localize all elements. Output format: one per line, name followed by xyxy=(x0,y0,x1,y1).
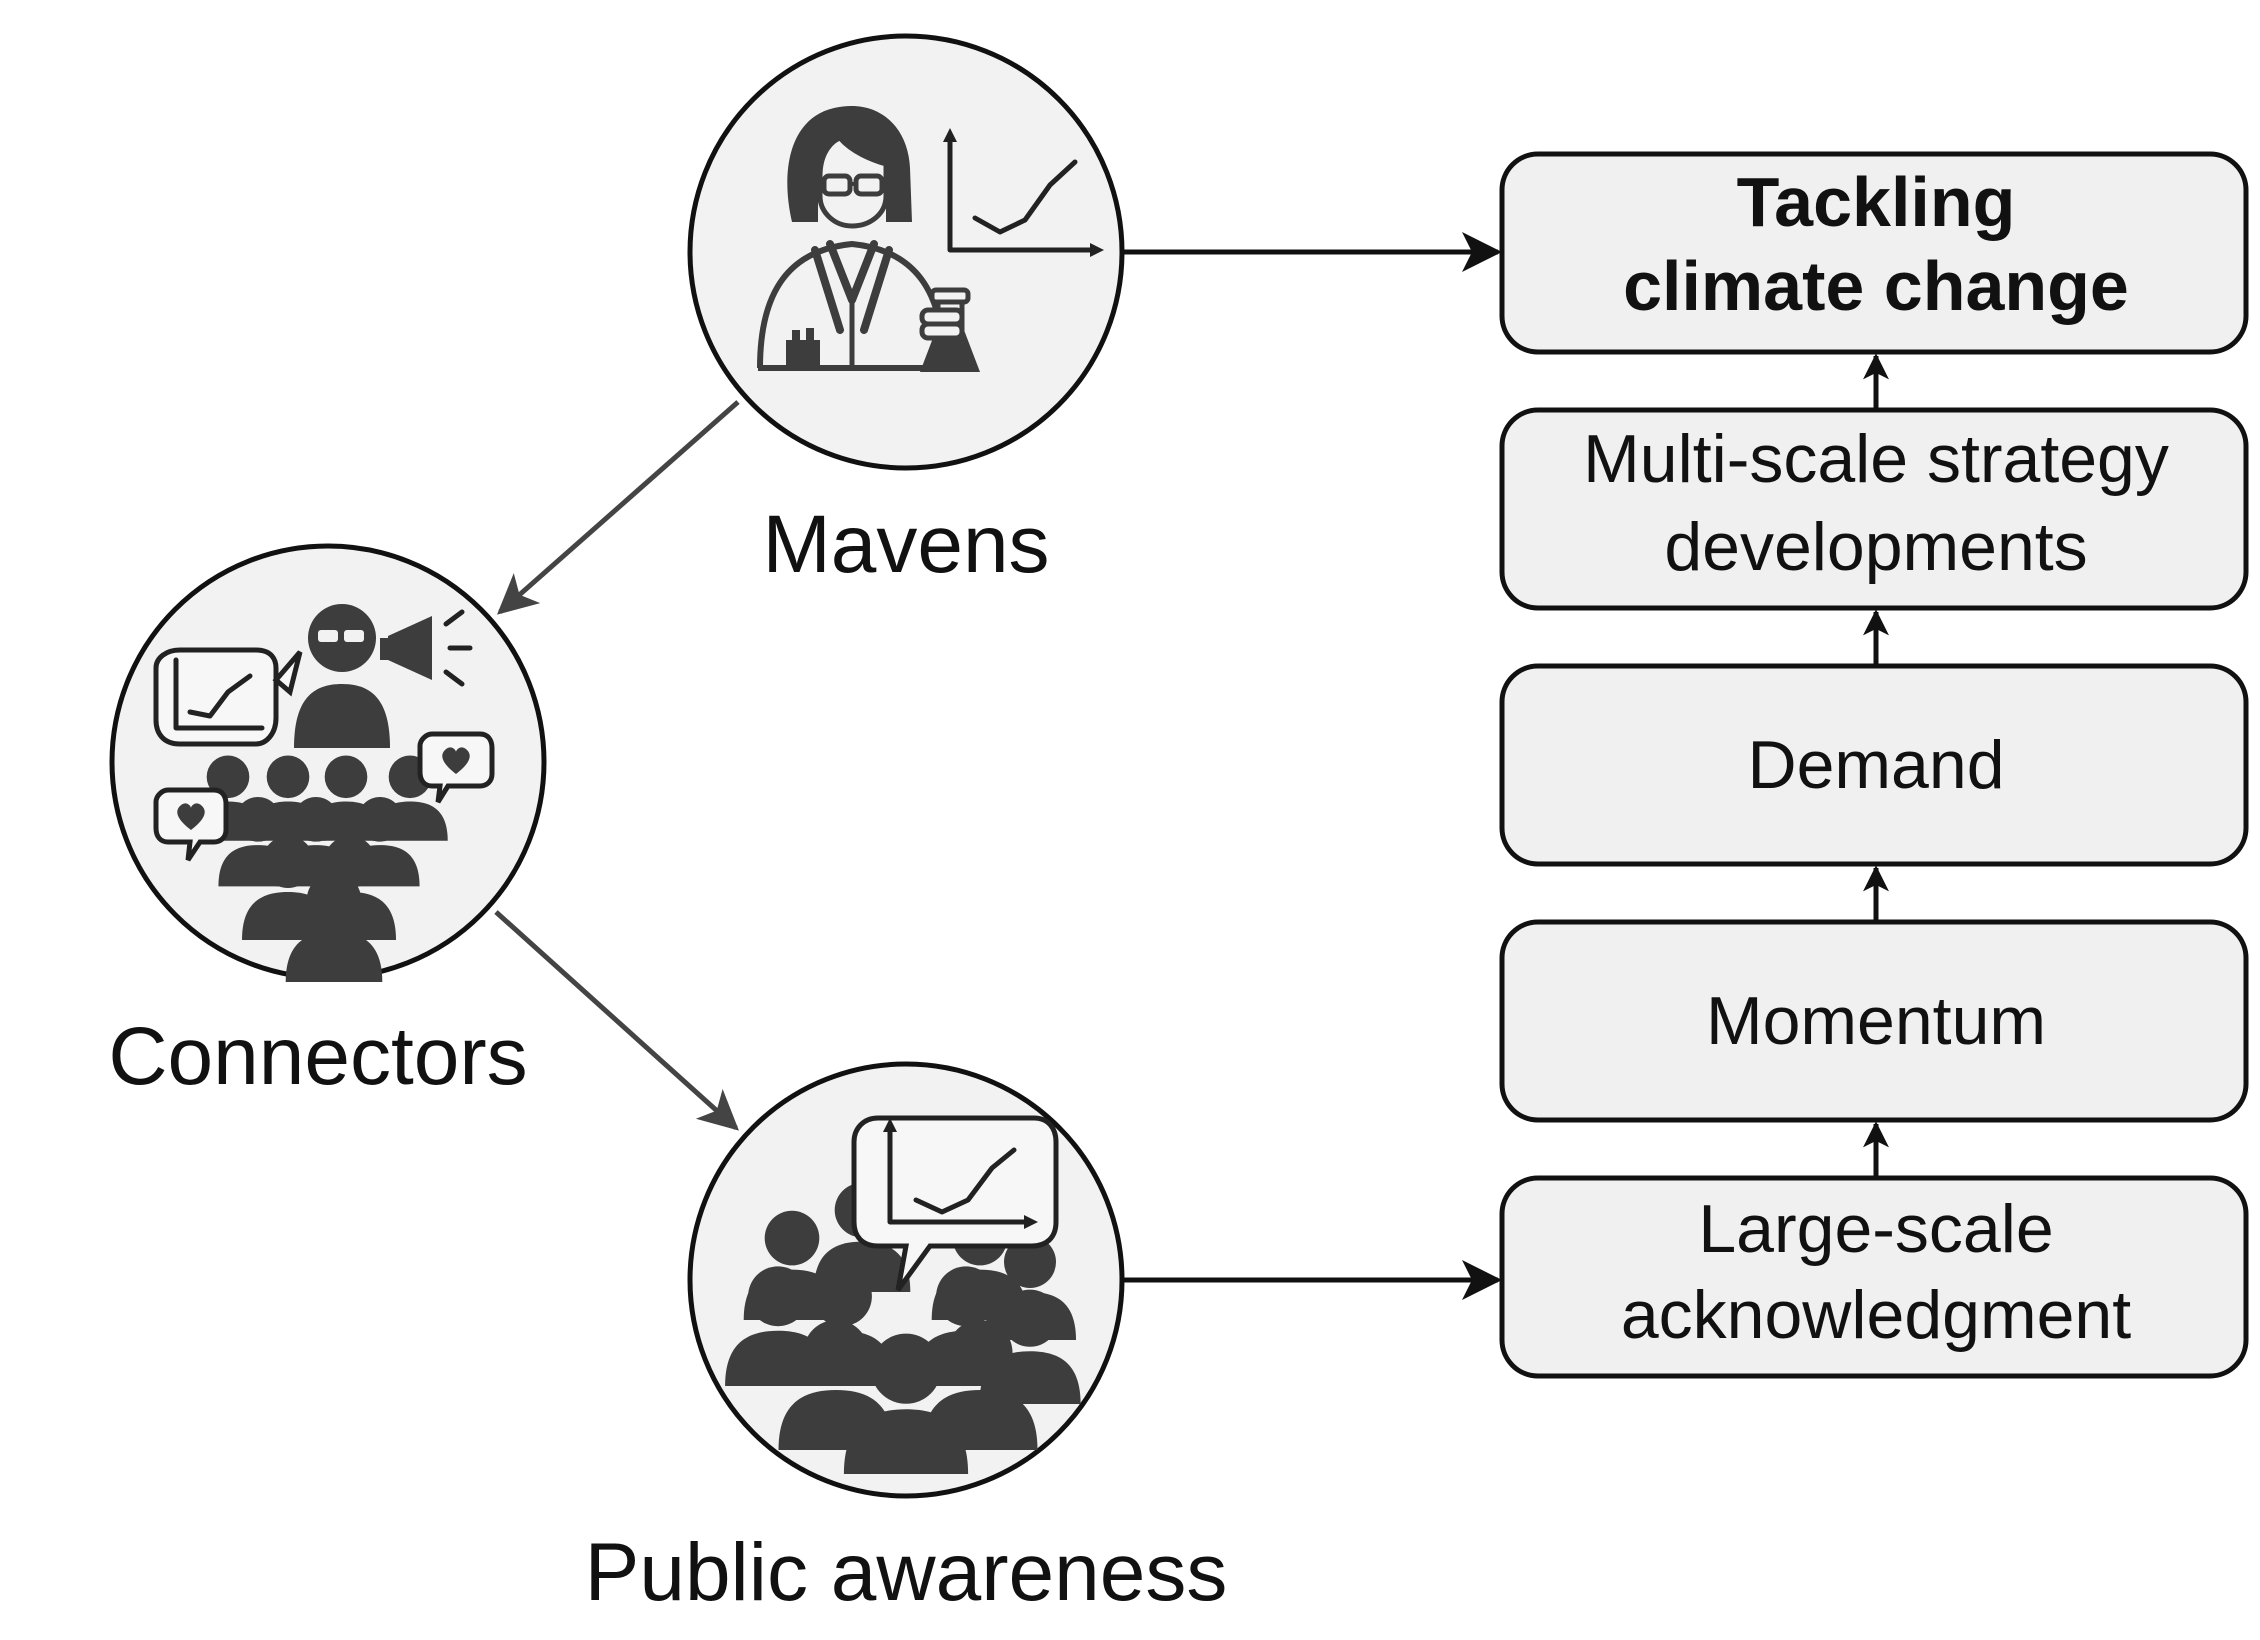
box-tackling-climate-change: Tackling climate change xyxy=(1499,151,2249,355)
node-connectors-label: Connectors xyxy=(108,1011,527,1102)
node-public-awareness-label: Public awareness xyxy=(585,1527,1228,1618)
box-strategy-line1: Multi-scale strategy xyxy=(1583,421,2169,497)
box-momentum: Momentum xyxy=(1499,919,2249,1123)
node-mavens-label: Mavens xyxy=(762,499,1049,590)
box-demand-label: Demand xyxy=(1747,727,2004,803)
arrows xyxy=(494,232,1889,1300)
box-momentum-label: Momentum xyxy=(1706,983,2046,1059)
arrow-connectors-to-public xyxy=(494,910,739,1131)
box-multi-scale-strategy: Multi-scale strategy developments xyxy=(1499,407,2249,611)
arrow-mavens-to-connectors xyxy=(497,400,740,615)
node-connectors: Connectors xyxy=(108,543,547,1102)
box-goal-line2: climate change xyxy=(1623,247,2129,325)
node-public-awareness: Public awareness xyxy=(585,1061,1228,1618)
crowd-with-chart-bubble-icon xyxy=(725,1115,1081,1474)
box-goal-line1: Tackling xyxy=(1737,163,2016,241)
scientist-with-chart-and-flask-icon xyxy=(757,105,1104,372)
influencer-with-megaphone-and-crowd-icon xyxy=(153,604,495,982)
box-demand: Demand xyxy=(1499,663,2249,867)
box-acknowledgment-line1: Large-scale xyxy=(1698,1191,2053,1267)
box-acknowledgment-line2: acknowledgment xyxy=(1621,1277,2131,1353)
node-mavens: Mavens xyxy=(687,33,1125,590)
box-large-scale-acknowledgment: Large-scale acknowledgment xyxy=(1499,1175,2249,1379)
box-strategy-line2: developments xyxy=(1664,509,2087,585)
